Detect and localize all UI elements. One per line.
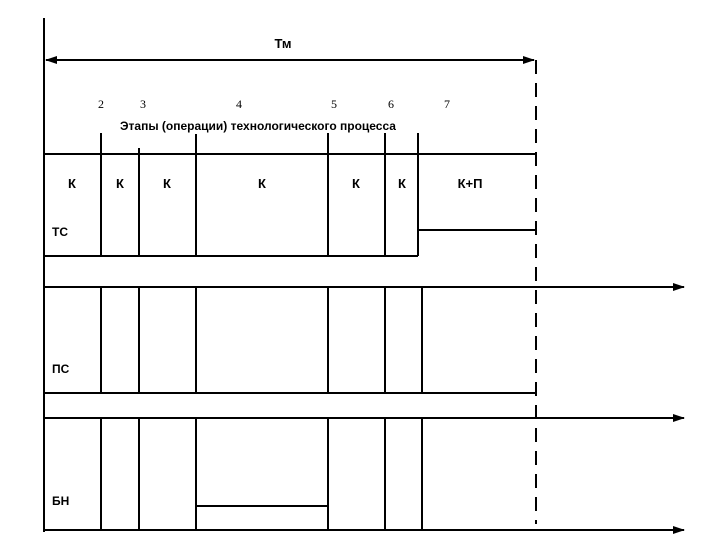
- cell-label-2: К: [116, 176, 124, 191]
- stage-number-5: 5: [331, 97, 337, 111]
- row-label-ps: ПС: [52, 362, 70, 376]
- stages-caption: Этапы (операции) технологического процес…: [120, 119, 396, 133]
- stage-number-6: 6: [388, 97, 394, 111]
- stage-number-7: 7: [444, 97, 450, 111]
- row-label-bn: БН: [52, 494, 69, 508]
- tm-label: Тм: [275, 36, 292, 51]
- stage-number-2: 2: [98, 97, 104, 111]
- cell-label-5: К: [352, 176, 360, 191]
- cell-label-7: К+П: [458, 176, 483, 191]
- row-label-ts: ТС: [52, 225, 68, 239]
- cell-label-1: К: [68, 176, 76, 191]
- cell-label-4: К: [258, 176, 266, 191]
- stage-number-4: 4: [236, 97, 242, 111]
- cell-label-3: К: [163, 176, 171, 191]
- stage-number-3: 3: [140, 97, 146, 111]
- cell-label-6: К: [398, 176, 406, 191]
